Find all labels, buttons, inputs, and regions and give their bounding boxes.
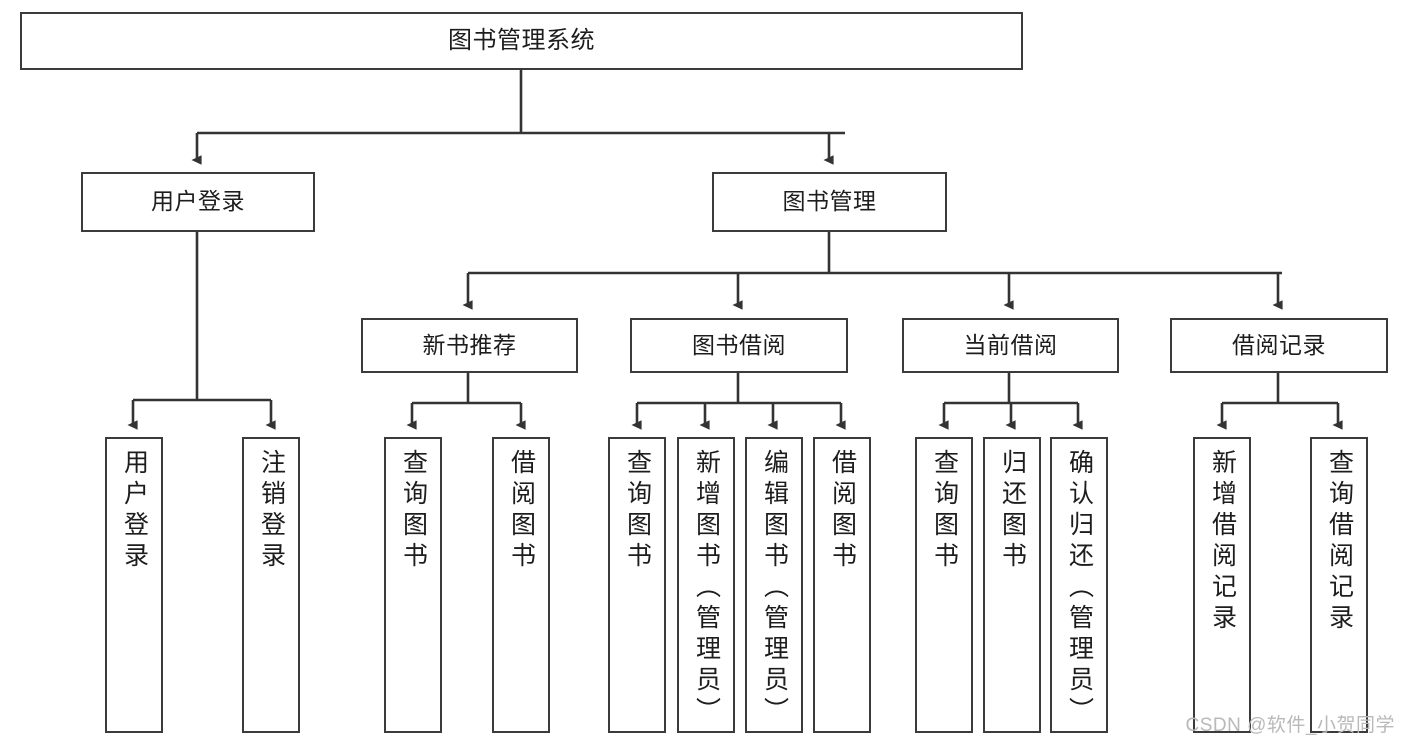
leaf-user-login-logout-label: 注销登录	[257, 449, 286, 573]
leaf-record-add-record-label: 新增借阅记录	[1208, 449, 1237, 635]
csdn-watermark: CSDN @软件_小贺同学	[1185, 715, 1395, 736]
leaf-borrow-edit-book[interactable]: 编辑图书（管理员）	[745, 437, 803, 733]
leaf-current-return-book[interactable]: 归还图书	[983, 437, 1041, 733]
node-borrow-record-label: 借阅记录	[1232, 331, 1326, 358]
leaf-borrow-query-book-label: 查询图书	[623, 449, 652, 573]
node-current-borrow-label: 当前借阅	[963, 331, 1058, 358]
node-user-login-label: 用户登录	[151, 188, 245, 215]
leaf-user-login-login[interactable]: 用户登录	[105, 437, 163, 733]
node-borrow-record[interactable]: 借阅记录	[1170, 318, 1388, 373]
leaf-current-return-book-label: 归还图书	[998, 449, 1027, 573]
leaf-recommend-query-book[interactable]: 查询图书	[384, 437, 442, 733]
node-book-borrow-label: 图书借阅	[692, 331, 786, 358]
node-new-book-recommend-label: 新书推荐	[422, 331, 517, 358]
leaf-current-query-book[interactable]: 查询图书	[915, 437, 973, 733]
leaf-user-login-login-label: 用户登录	[120, 449, 149, 573]
node-book-management[interactable]: 图书管理	[712, 172, 947, 232]
node-new-book-recommend[interactable]: 新书推荐	[361, 318, 578, 373]
node-book-management-label: 图书管理	[782, 188, 877, 215]
leaf-record-query-record[interactable]: 查询借阅记录	[1310, 437, 1368, 733]
leaf-current-confirm-return-label: 确认归还（管理员）	[1065, 449, 1094, 728]
leaf-borrow-add-book-label: 新增图书（管理员）	[692, 449, 721, 728]
leaf-borrow-borrow-book-label: 借阅图书	[828, 449, 857, 573]
leaf-recommend-borrow-book-label: 借阅图书	[507, 449, 536, 573]
leaf-borrow-add-book[interactable]: 新增图书（管理员）	[677, 437, 735, 733]
leaf-borrow-query-book[interactable]: 查询图书	[608, 437, 666, 733]
leaf-recommend-query-book-label: 查询图书	[399, 449, 428, 573]
leaf-record-add-record[interactable]: 新增借阅记录	[1193, 437, 1251, 733]
node-root-label: 图书管理系统	[448, 26, 595, 54]
leaf-current-confirm-return[interactable]: 确认归还（管理员）	[1050, 437, 1108, 733]
leaf-user-login-logout[interactable]: 注销登录	[242, 437, 300, 733]
node-user-login[interactable]: 用户登录	[81, 172, 315, 232]
node-current-borrow[interactable]: 当前借阅	[902, 318, 1119, 373]
leaf-record-query-record-label: 查询借阅记录	[1325, 449, 1354, 635]
leaf-borrow-edit-book-label: 编辑图书（管理员）	[760, 449, 789, 728]
leaf-borrow-borrow-book[interactable]: 借阅图书	[813, 437, 871, 733]
leaf-recommend-borrow-book[interactable]: 借阅图书	[492, 437, 550, 733]
leaf-current-query-book-label: 查询图书	[930, 449, 959, 573]
node-root[interactable]: 图书管理系统	[20, 12, 1023, 70]
node-book-borrow[interactable]: 图书借阅	[630, 318, 848, 373]
